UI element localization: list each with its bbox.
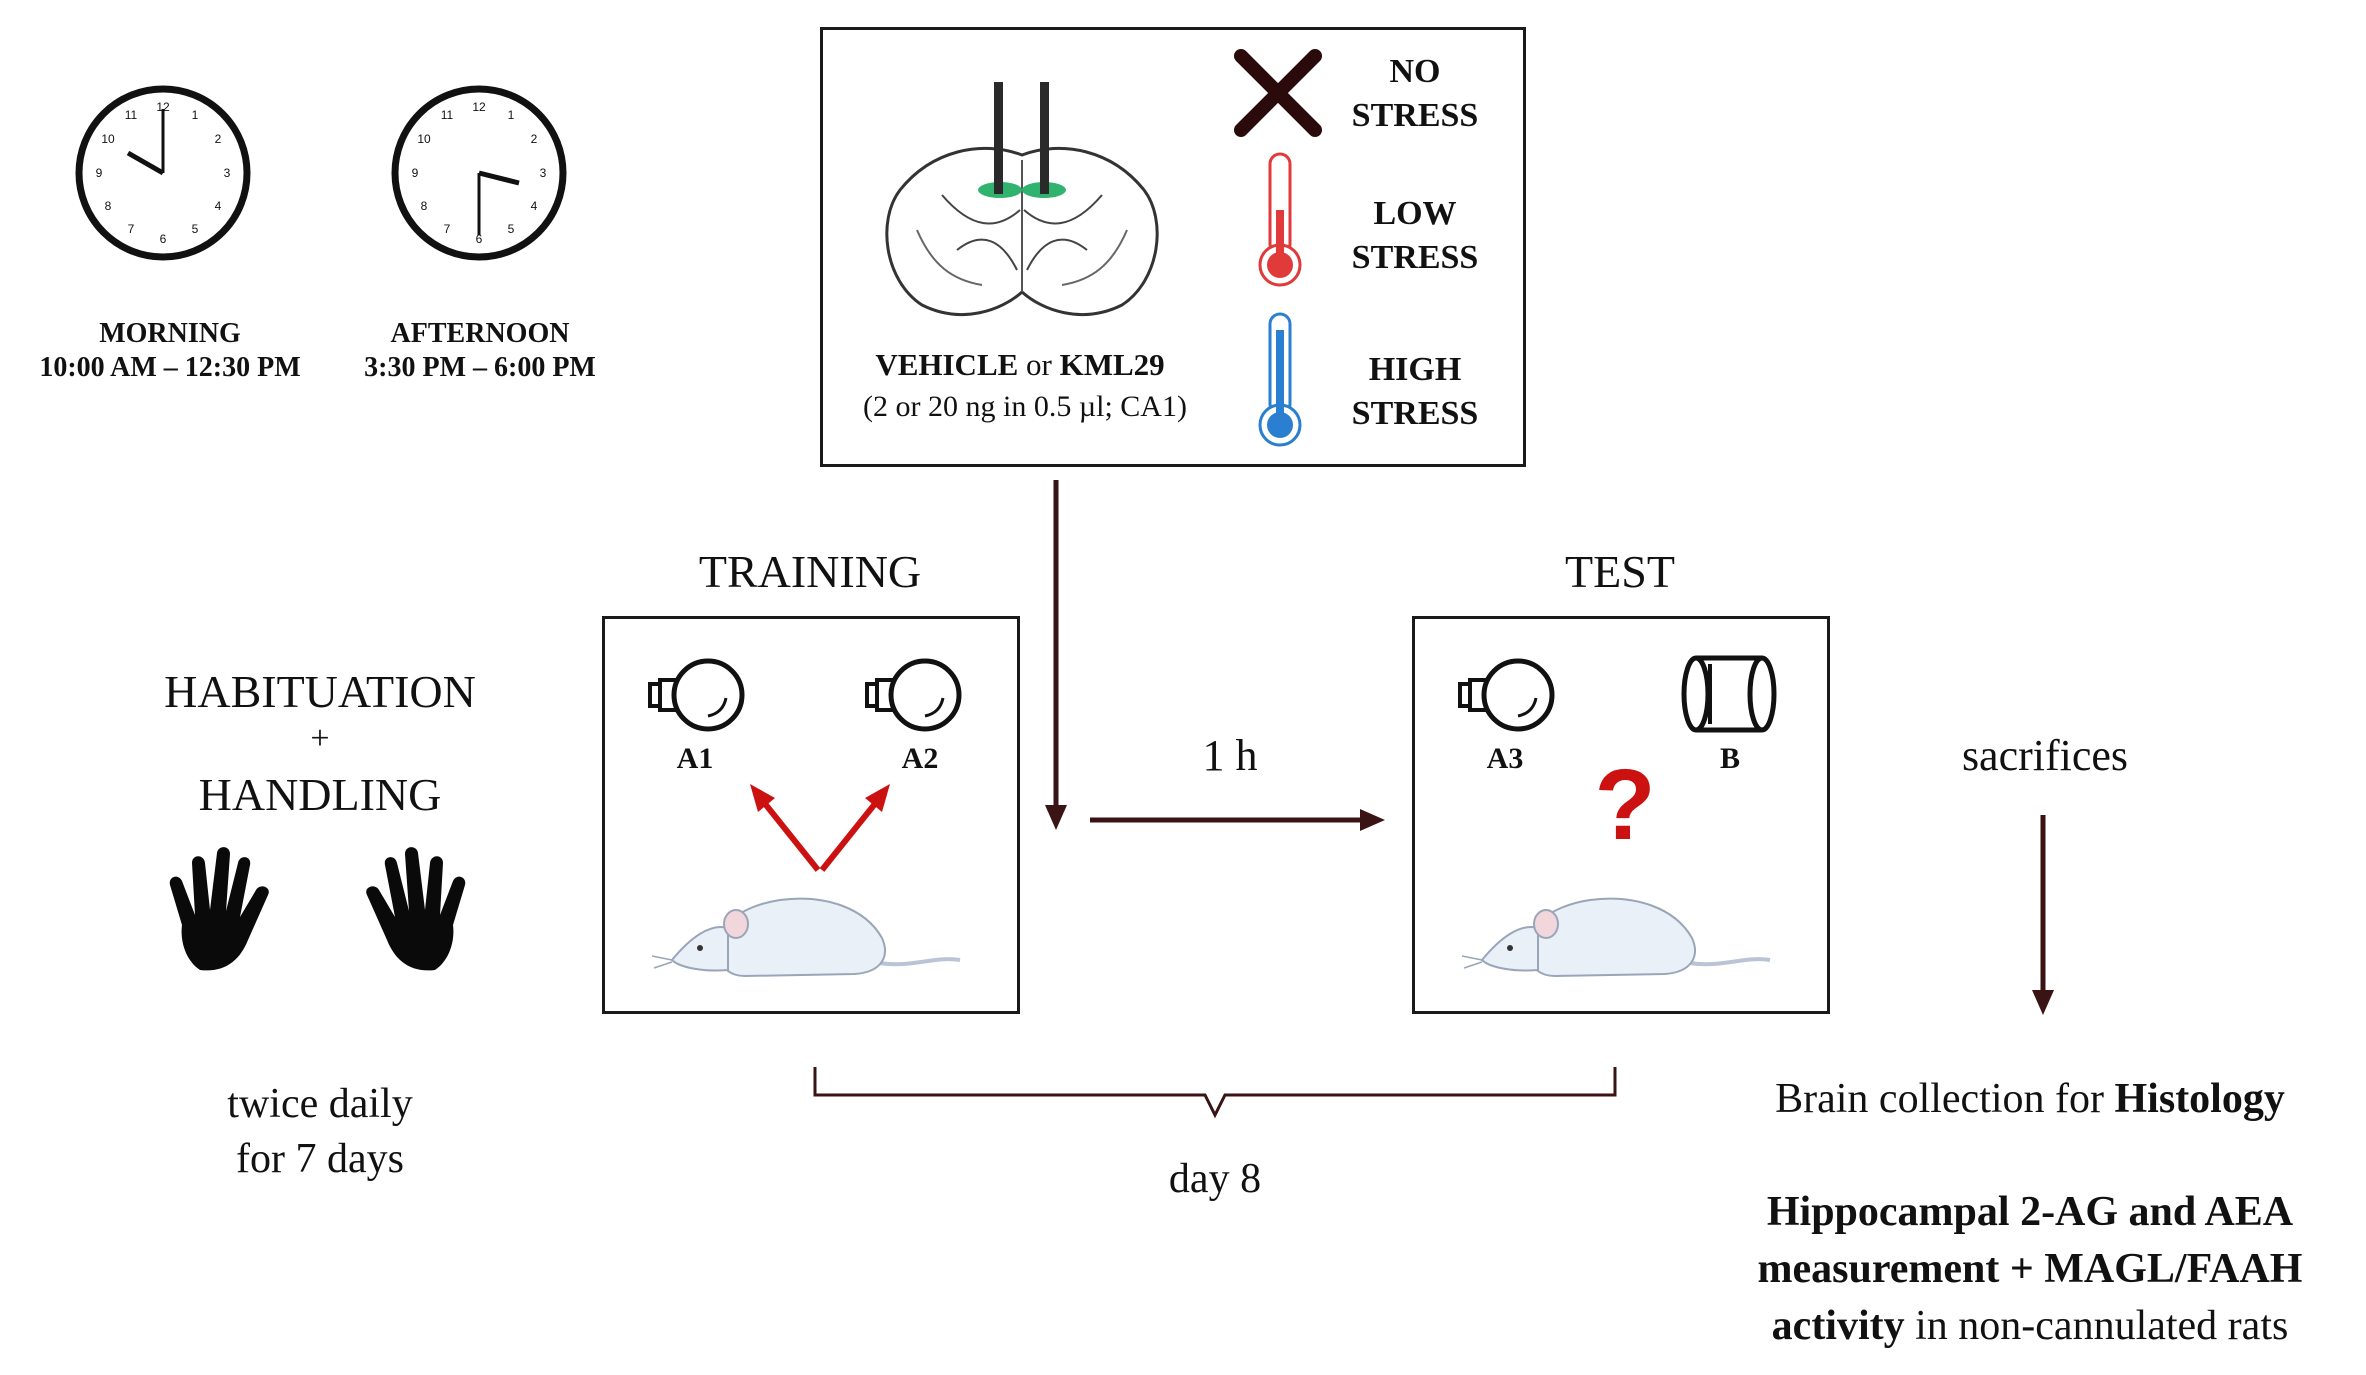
svg-text:10: 10 bbox=[417, 132, 431, 146]
high-stress-line2: STRESS bbox=[1351, 395, 1479, 432]
brain-section-icon bbox=[885, 82, 1159, 316]
svg-text:7: 7 bbox=[128, 222, 135, 236]
left-hand-icon bbox=[169, 847, 269, 971]
svg-text:4: 4 bbox=[531, 199, 538, 213]
svg-text:10: 10 bbox=[101, 132, 115, 146]
afternoon-label: AFTERNOON bbox=[390, 318, 570, 349]
afternoon-time: 3:30 PM – 6:00 PM bbox=[364, 352, 596, 383]
habituation-plus: + bbox=[310, 720, 330, 757]
blue-thermometer-icon bbox=[1258, 312, 1302, 447]
no-stress-line1: NO bbox=[1389, 53, 1441, 90]
svg-text:12: 12 bbox=[472, 100, 486, 114]
no-stress-line2: STRESS bbox=[1351, 97, 1479, 134]
svg-text:6: 6 bbox=[476, 232, 483, 246]
low-stress-label: LOW STRESS bbox=[1330, 192, 1500, 280]
outcome-line3: measurement + MAGL/FAAH bbox=[1757, 1246, 2303, 1292]
svg-text:8: 8 bbox=[105, 199, 112, 213]
morning-time: 10:00 AM – 12:30 PM bbox=[39, 352, 301, 383]
high-stress-label: HIGH STRESS bbox=[1330, 348, 1500, 436]
kml29-label: KML29 bbox=[1059, 347, 1165, 382]
interval-arrow bbox=[1090, 809, 1385, 831]
test-title: TEST bbox=[1565, 546, 1675, 597]
day8-brace bbox=[813, 1067, 1617, 1119]
low-stress-line1: LOW bbox=[1373, 195, 1457, 232]
right-hand-icon bbox=[366, 847, 466, 971]
exploration-arrows bbox=[750, 784, 890, 872]
interval-label: 1 h bbox=[1202, 731, 1258, 780]
test-b-label: B bbox=[1719, 742, 1740, 775]
test-object-a3-icon bbox=[1458, 658, 1555, 732]
svg-text:11: 11 bbox=[441, 108, 454, 122]
test-object-b-icon bbox=[1681, 655, 1777, 733]
high-stress-line1: HIGH bbox=[1368, 351, 1462, 388]
svg-text:2: 2 bbox=[531, 132, 538, 146]
svg-text:12: 12 bbox=[156, 100, 170, 114]
outcome-histology-bold: Histology bbox=[2114, 1076, 2285, 1122]
outcome-histology: Brain collection for Histology bbox=[1700, 1075, 2360, 1123]
outcome-activity-rest: in non-cannulated rats bbox=[1904, 1303, 2289, 1349]
svg-text:3: 3 bbox=[224, 166, 231, 180]
svg-text:11: 11 bbox=[125, 108, 138, 122]
low-stress-line2: STRESS bbox=[1351, 239, 1479, 276]
training-rat-icon bbox=[651, 897, 961, 978]
outcome-line2: Hippocampal 2-AG and AEA bbox=[1766, 1189, 2294, 1235]
test-rat-icon bbox=[1461, 897, 1771, 978]
svg-text:9: 9 bbox=[96, 166, 103, 180]
svg-text:5: 5 bbox=[508, 222, 515, 236]
vehicle-label: VEHICLE bbox=[875, 347, 1019, 382]
svg-text:1: 1 bbox=[508, 108, 515, 122]
svg-text:2: 2 bbox=[215, 132, 222, 146]
training-title: TRAINING bbox=[698, 546, 922, 597]
sacrifices-label: sacrifices bbox=[1961, 731, 2129, 780]
training-object-a2-icon bbox=[865, 658, 962, 732]
day8-label: day 8 bbox=[1168, 1156, 1262, 1202]
svg-text:9: 9 bbox=[412, 166, 419, 180]
no-stress-label: NO STRESS bbox=[1330, 50, 1500, 138]
schedule-line2: for 7 days bbox=[236, 1136, 404, 1182]
outcome-activity-bold: activity bbox=[1771, 1303, 1905, 1349]
schedule-line1: twice daily bbox=[227, 1081, 413, 1127]
treatment-arrow bbox=[1045, 480, 1067, 830]
svg-text:4: 4 bbox=[215, 199, 222, 213]
training-object-a1-icon bbox=[648, 658, 745, 732]
habituation-title: HABITUATION bbox=[164, 666, 476, 717]
morning-label: MORNING bbox=[99, 318, 241, 349]
svg-text:7: 7 bbox=[444, 222, 451, 236]
handling-title: HANDLING bbox=[198, 769, 442, 820]
svg-text:5: 5 bbox=[192, 222, 199, 236]
training-a1-label: A1 bbox=[676, 742, 714, 775]
outcome-histology-prefix: Brain collection for bbox=[1775, 1076, 2115, 1122]
svg-text:6: 6 bbox=[160, 232, 167, 246]
question-mark-icon: ? bbox=[1594, 749, 1656, 861]
sacrifices-arrow bbox=[2032, 815, 2054, 1015]
red-thermometer-icon bbox=[1258, 152, 1302, 287]
svg-text:3: 3 bbox=[540, 166, 547, 180]
training-a2-label: A2 bbox=[901, 742, 939, 775]
outcome-line4: activity in non-cannulated rats bbox=[1700, 1302, 2360, 1350]
treatment-drug-line: VEHICLE or KML29 bbox=[850, 347, 1190, 383]
svg-text:1: 1 bbox=[192, 108, 199, 122]
dose-label: (2 or 20 ng in 0.5 µl; CA1) bbox=[863, 390, 1187, 423]
or-label: or bbox=[1026, 347, 1052, 382]
x-icon bbox=[1234, 49, 1322, 137]
svg-text:8: 8 bbox=[421, 199, 428, 213]
test-a3-label: A3 bbox=[1486, 742, 1524, 775]
